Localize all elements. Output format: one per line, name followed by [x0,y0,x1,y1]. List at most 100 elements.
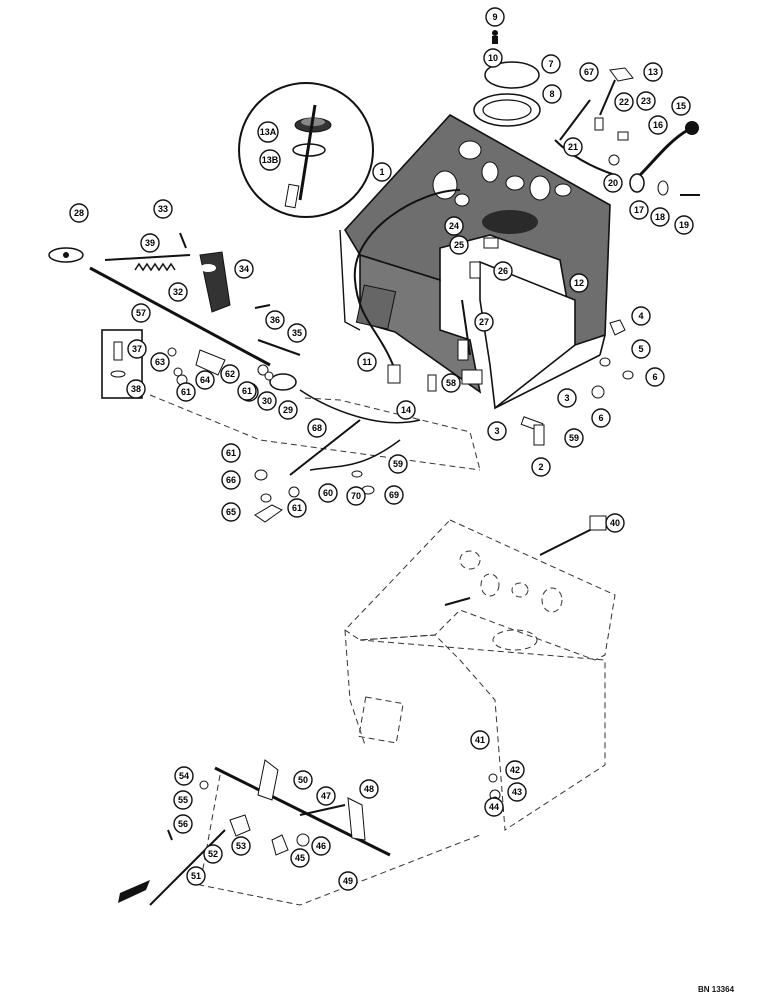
callout-label: 35 [292,328,302,338]
callout-label: 43 [512,787,522,797]
callout-label: 13B [262,155,279,165]
callout-61: 61 [221,443,241,463]
callout-label: 52 [208,849,218,859]
hardware [167,117,634,523]
callout-12: 12 [569,273,589,293]
callout-60: 60 [318,483,338,503]
callout-13b: 13B [259,149,281,171]
callout-7: 7 [541,54,561,74]
callout-label: 5 [638,344,643,354]
callout-68: 68 [307,418,327,438]
callout-label: 67 [584,67,594,77]
callout-label: 60 [323,488,333,498]
callout-label: 41 [475,735,485,745]
callout-label: 44 [489,802,499,812]
callout-label: 36 [270,315,280,325]
callout-24: 24 [444,216,464,236]
callout-label: 46 [316,841,326,851]
callout-19: 19 [674,215,694,235]
callout-47: 47 [316,786,336,806]
instrument-panel [339,113,611,410]
callout-label: 39 [145,238,155,248]
callout-36: 36 [265,310,285,330]
cover-and-gasket [473,30,541,127]
callout-label: 24 [449,221,459,231]
callout-label: 19 [679,220,689,230]
callout-59: 59 [564,428,584,448]
callout-label: 12 [574,278,584,288]
callout-label: 20 [608,178,618,188]
callout-label: 49 [343,876,353,886]
callout-label: 65 [226,507,236,517]
callout-label: 56 [178,819,188,829]
callout-label: 11 [362,357,372,367]
callout-42: 42 [505,760,525,780]
callout-55: 55 [173,790,193,810]
callout-51: 51 [186,866,206,886]
callout-35: 35 [287,323,307,343]
callout-label: 32 [173,287,183,297]
callout-46: 46 [311,836,331,856]
callout-label: 29 [283,405,293,415]
callout-66: 66 [221,470,241,490]
callout-label: 10 [488,53,498,63]
callout-27: 27 [474,312,494,332]
callout-3: 3 [557,388,577,408]
callout-label: 70 [351,491,361,501]
callout-14: 14 [396,400,416,420]
callout-56: 56 [173,814,193,834]
callout-58: 58 [441,373,461,393]
callout-39: 39 [140,233,160,253]
callout-label: 61 [292,503,302,513]
callout-label: 14 [401,405,411,415]
callout-label: 4 [638,311,643,321]
callout-label: 23 [641,96,651,106]
callout-4: 4 [631,306,651,326]
callout-50: 50 [293,770,313,790]
callout-label: 28 [74,208,84,218]
callout-label: 3 [564,393,569,403]
callout-label: 38 [131,384,141,394]
callout-37: 37 [127,339,147,359]
callout-16: 16 [648,115,668,135]
callout-54: 54 [174,766,194,786]
callout-label: 21 [568,142,578,152]
lower-linkage [118,759,481,906]
callout-38: 38 [126,379,146,399]
lower-frame-outline [344,515,616,831]
callout-label: 63 [155,357,165,367]
callout-label: 18 [655,212,665,222]
callout-21: 21 [563,137,583,157]
callout-label: 66 [226,475,236,485]
callout-15: 15 [671,96,691,116]
callout-label: 26 [498,266,508,276]
callout-40: 40 [605,513,625,533]
callout-label: 33 [158,204,168,214]
callout-33: 33 [153,199,173,219]
callout-2: 2 [531,457,551,477]
callout-67: 67 [579,62,599,82]
callout-label: 25 [454,240,464,250]
callout-43: 43 [507,782,527,802]
callout-1: 1 [372,162,392,182]
callout-label: 13A [260,127,277,137]
callout-label: 55 [178,795,188,805]
callout-23: 23 [636,91,656,111]
callout-label: 37 [132,344,142,354]
callout-label: 1 [379,167,384,177]
callout-13: 13 [643,62,663,82]
callout-label: 61 [242,386,252,396]
callout-label: 58 [446,378,456,388]
callout-6: 6 [591,408,611,428]
callout-label: 61 [181,387,191,397]
callout-label: 48 [364,784,374,794]
callout-11: 11 [357,352,377,372]
callout-61: 61 [237,381,257,401]
callout-label: 64 [200,375,210,385]
callout-label: 53 [236,841,246,851]
callout-70: 70 [346,486,366,506]
callout-49: 49 [338,871,358,891]
callout-22: 22 [614,92,634,112]
